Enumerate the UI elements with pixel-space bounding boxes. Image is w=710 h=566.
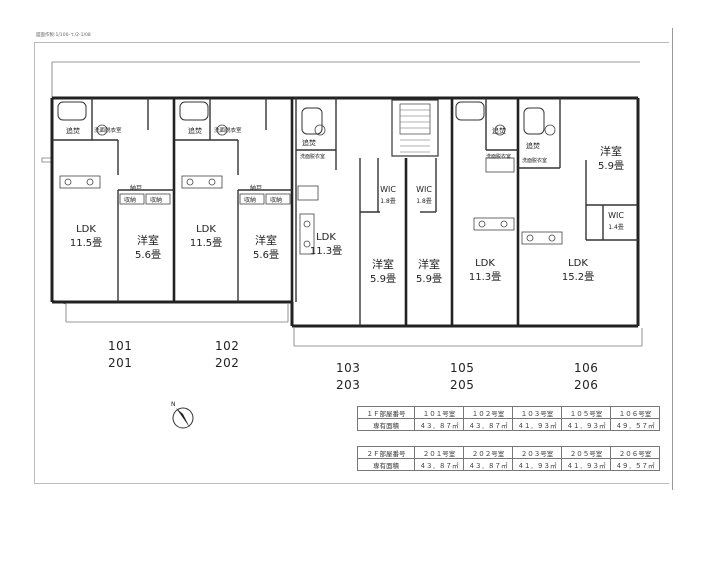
interior-walls [52, 98, 638, 326]
ldk-label: LDK [568, 258, 588, 269]
ldk-label: LDK [76, 224, 96, 235]
party-walls [172, 98, 520, 326]
storage-label: 収納 [124, 196, 136, 204]
bath-labels: 追焚 洗面脱衣室 追焚 洗面脱衣室 追焚 洗面脱衣室 追焚 洗面脱衣室 追焚 洗… [66, 126, 547, 204]
table-row: 専有面積 ４３．８７㎡ ４３．８７㎡ ４１．９３㎡ ４１．９３㎡ ４９．５７㎡ [357, 458, 660, 471]
table-row: ２Ｆ部屋番号 ２０１号室 ２０２号室 ２０３号室 ２０５号室 ２０６号室 [357, 446, 660, 459]
wic-area: 1.8畳 [380, 198, 396, 205]
western-room-area: 5.6畳 [135, 249, 161, 261]
western-room-label: 洋室 [372, 257, 394, 271]
ldk-label: LDK [196, 224, 216, 235]
compass-label: N [171, 401, 176, 408]
washroom-label: 洗面脱衣室 [486, 153, 511, 160]
western-room-label: 洋室 [255, 233, 277, 247]
bath-label: 追焚 [188, 126, 202, 135]
area-table-2f: ２Ｆ部屋番号 ２０１号室 ２０２号室 ２０３号室 ２０５号室 ２０６号室 専有面… [357, 446, 660, 471]
wic-label: WIC [608, 211, 624, 220]
storage-label: 収納 [244, 196, 256, 204]
table-row: １Ｆ部屋番号 １０１号室 １０２号室 １０３号室 １０５号室 １０６号室 [357, 406, 660, 419]
storage-label: 収納 [270, 196, 282, 204]
pantry-label: 納戸 [130, 184, 142, 192]
bath-label: 追焚 [492, 126, 506, 135]
ldk-area: 15.2畳 [562, 271, 594, 283]
drawing-sheet [34, 42, 669, 484]
washroom-label: 洗面脱衣室 [300, 153, 325, 160]
washroom-label: 洗面脱衣室 [214, 126, 242, 134]
staircase [391, 99, 439, 157]
ldk-area: 11.3畳 [469, 271, 501, 283]
western-room-area: 5.9畳 [416, 273, 442, 285]
wic-area: 1.8畳 [416, 198, 432, 205]
wic-label: WIC [380, 185, 396, 194]
ldk-label: LDK [316, 232, 336, 243]
kitchen-fixtures [59, 124, 563, 255]
exterior-walls [50, 96, 640, 328]
western-room-area: 5.9畳 [370, 273, 396, 285]
ldk-area: 11.5畳 [70, 237, 102, 249]
pantry-label: 納戸 [250, 184, 262, 192]
wic-area: 1.4畳 [608, 224, 624, 231]
washroom-label: 洗面脱衣室 [94, 126, 122, 134]
compass: N [171, 401, 194, 429]
bath-label: 追焚 [66, 126, 80, 135]
bathtubs [57, 101, 545, 135]
western-room-label: 洋室 [418, 257, 440, 271]
ldk-area: 11.3畳 [310, 245, 342, 257]
bath-label: 追焚 [526, 141, 540, 150]
western-room-area: 5.6畳 [253, 249, 279, 261]
western-room-label: 洋室 [137, 233, 159, 247]
drawing-header: 図面作製:1/100-ｔ/2-1/08 [36, 33, 91, 38]
western-room-area: 5.9畳 [598, 160, 624, 172]
western-room-label: 洋室 [600, 144, 622, 158]
bath-label: 追焚 [302, 138, 316, 147]
wic-label: WIC [416, 185, 432, 194]
storage-label: 収納 [150, 196, 162, 204]
table-row: 専有面積 ４３．８７㎡ ４３．８７㎡ ４１．９３㎡ ４１．９３㎡ ４９．５７㎡ [357, 418, 660, 431]
washroom-label: 洗面脱衣室 [522, 157, 547, 164]
ldk-area: 11.5畳 [190, 237, 222, 249]
sheet-edge-line [672, 28, 673, 490]
area-table-1f: １Ｆ部屋番号 １０１号室 １０２号室 １０３号室 １０５号室 １０６号室 専有面… [357, 406, 660, 431]
main-room-labels: LDK 11.5畳 LDK 11.5畳 洋室 5.6畳 洋室 5.6畳 LDK … [70, 144, 624, 285]
ldk-label: LDK [475, 258, 495, 269]
